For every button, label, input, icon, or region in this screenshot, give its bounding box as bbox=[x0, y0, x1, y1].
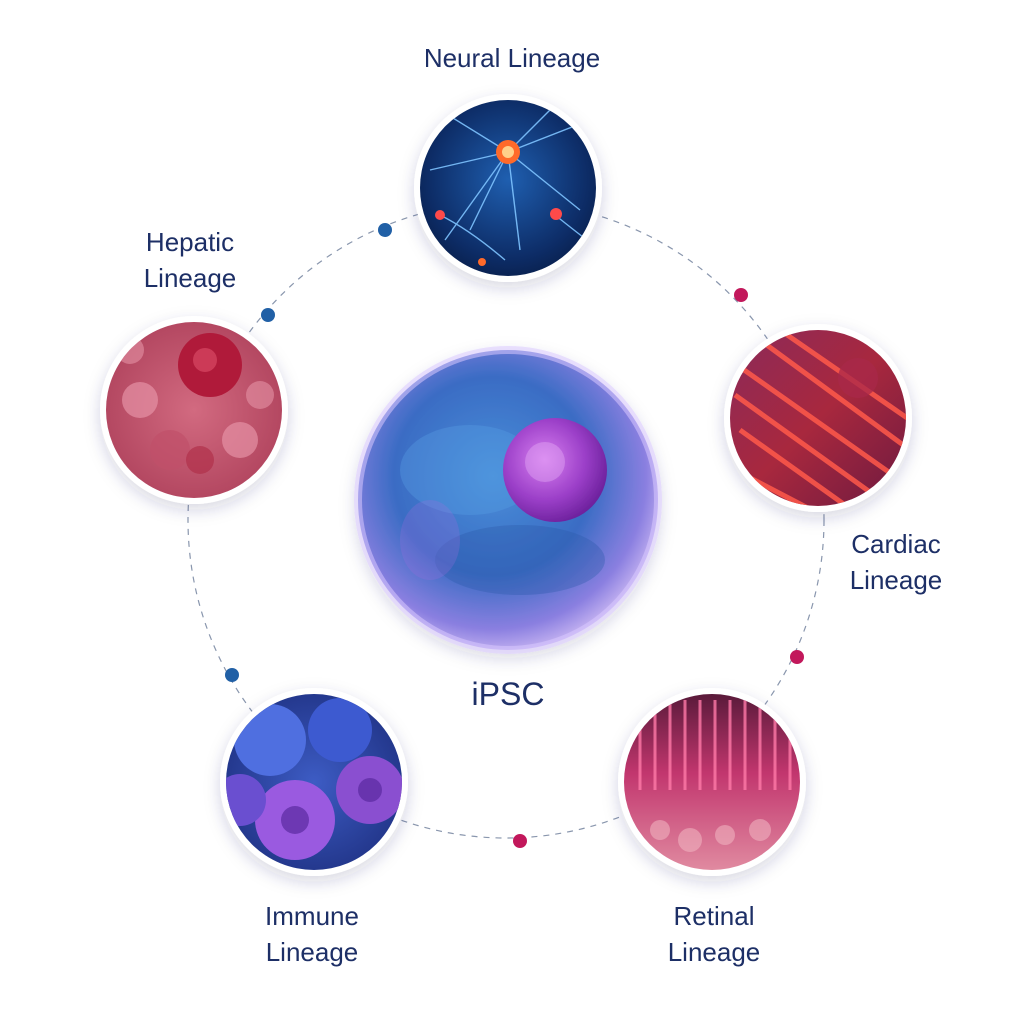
connector-dot-pink bbox=[513, 834, 527, 848]
connector-dot-blue bbox=[261, 308, 275, 322]
label-neural-line1: Neural Lineage bbox=[423, 43, 601, 73]
label-retinal-line1: Retinal bbox=[673, 901, 755, 931]
label-hepatic: Hepatic Lineage bbox=[120, 224, 260, 296]
label-retinal-line2: Lineage bbox=[667, 937, 761, 967]
label-ipsc: iPSC bbox=[471, 676, 545, 712]
label-hepatic-line2: Lineage bbox=[143, 263, 237, 293]
ipsc-cell-image bbox=[354, 346, 662, 654]
label-neural: Neural Lineage bbox=[362, 40, 662, 76]
label-immune-line1: Immune bbox=[265, 901, 359, 931]
retinal-lineage-image bbox=[618, 688, 806, 876]
label-cardiac-line2: Lineage bbox=[849, 565, 943, 595]
label-immune: Immune Lineage bbox=[242, 898, 382, 970]
label-cardiac: Cardiac Lineage bbox=[826, 526, 966, 598]
immune-lineage-image bbox=[220, 688, 408, 876]
label-immune-line2: Lineage bbox=[265, 937, 359, 967]
connector-dot-pink bbox=[734, 288, 748, 302]
connector-dot-blue bbox=[225, 668, 239, 682]
label-cardiac-line1: Cardiac bbox=[851, 529, 941, 559]
hepatic-lineage-image bbox=[100, 316, 288, 504]
neural-lineage-image bbox=[414, 94, 602, 282]
label-hepatic-line1: Hepatic bbox=[145, 227, 235, 257]
connector-dot-pink bbox=[790, 650, 804, 664]
connection-ring bbox=[187, 201, 825, 839]
connector-dot-blue bbox=[378, 223, 392, 237]
label-retinal: Retinal Lineage bbox=[644, 898, 784, 970]
cardiac-lineage-image bbox=[724, 324, 912, 512]
